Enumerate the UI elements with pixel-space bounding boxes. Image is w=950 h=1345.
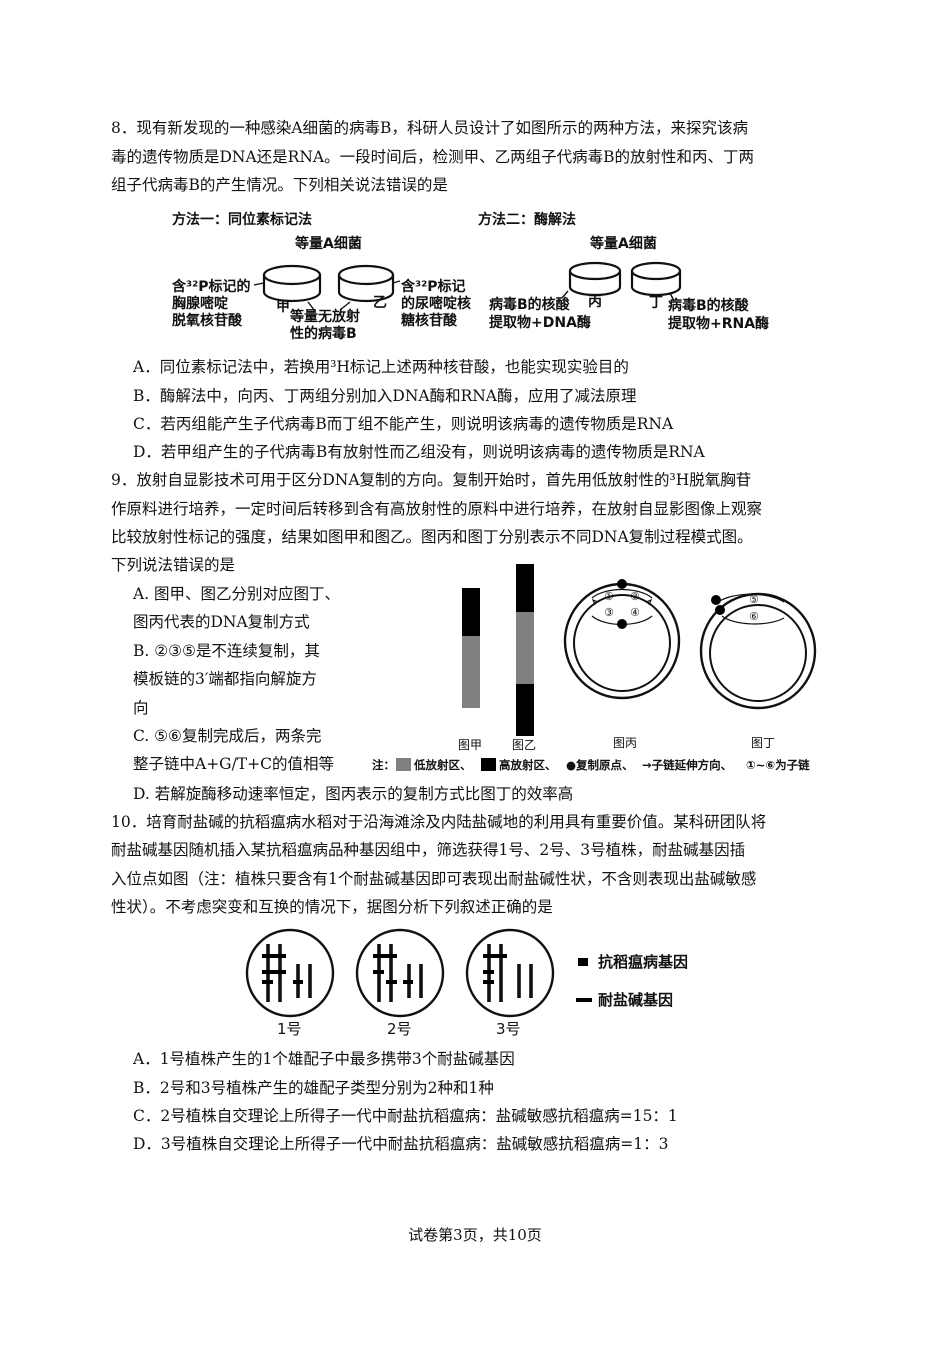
right-label-line1: 含³²P标记 <box>401 278 466 295</box>
note-origin: ●复制原点、 <box>566 758 634 772</box>
legend-low-swatch <box>396 758 411 771</box>
right-label-line2: 的尿嘧啶核 <box>401 295 471 312</box>
q9-option-c-line1: C. ⑤⑥复制完成后，两条完 <box>133 727 322 745</box>
q8-option-a: A．同位素标记法中，若换用³H标记上述两种核苷酸，也能实现实验目的 <box>133 358 629 376</box>
bing-label-line1: 病毒B的核酸 <box>489 296 571 313</box>
q8-option-d: D．若甲组产生的子代病毒B有放射性而乙组没有，则说明该病毒的遗传物质是RNA <box>133 443 705 461</box>
dish-bing <box>568 261 622 297</box>
dish-jia <box>262 264 322 303</box>
label-yi: 乙 <box>373 295 387 311</box>
label-jia: 甲 <box>276 299 290 315</box>
cell-2: 2号 <box>355 928 445 1038</box>
method2-title: 方法二：酶解法 <box>478 211 576 228</box>
q9-option-a-line2: 图丙代表的DNA复制方式 <box>133 613 310 631</box>
legend-salt: 耐盐碱基因 <box>598 991 673 1009</box>
q10-stem-line-3: 入位点如图（注：植株只要含有1个耐盐碱基因即可表现出耐盐碱性状，不含则表现出盐碱… <box>111 870 757 888</box>
note-numbers: ①~⑥为子链 <box>746 758 810 772</box>
right-label-line3: 糖核苷酸 <box>401 312 458 329</box>
label-fig-ding: 图丁 <box>751 736 775 750</box>
note-arrow: →子链延伸方向、 <box>642 758 732 772</box>
q10-option-b: B．2号和3号植株产生的雄配子类型分别为2种和1种 <box>133 1079 494 1097</box>
note-prefix: 注： <box>372 758 395 772</box>
arrow-icon <box>645 598 653 606</box>
ding-label-line2: 提取物+RNA酶 <box>668 315 769 332</box>
q10-stem-line-2: 耐盐碱基因随机插入某抗稻瘟病品种基因组中，筛选获得1号、2号、3号植株，耐盐碱基… <box>111 841 746 859</box>
label-bing: 丙 <box>588 294 602 310</box>
q9-option-c-line2: 整子链中A+G/T+C的值相等 <box>133 755 334 773</box>
q8-option-c: C．若丙组能产生子代病毒B而丁组不能产生，则说明该病毒的遗传物质是RNA <box>133 415 674 433</box>
q9-stem-line-3: 比较放射性标记的强度，结果如图甲和图乙。图丙和图丁分别表示不同DNA复制过程模式… <box>111 528 753 546</box>
origin-icon <box>715 605 725 615</box>
bar-yi-high-bottom <box>516 684 534 736</box>
cell-1: 1号 <box>245 928 335 1038</box>
strand-4: ④ <box>630 606 640 619</box>
ding-label-line1: 病毒B的核酸 <box>668 297 750 314</box>
left-label-line3: 脱氧核苷酸 <box>172 312 243 329</box>
q10-option-a: A．1号植株产生的1个雄配子中最多携带3个耐盐碱基因 <box>133 1050 515 1068</box>
page-footer: 试卷第3页，共10页 <box>408 1226 542 1244</box>
label-fig-bing: 图丙 <box>613 736 637 750</box>
arrow-icon <box>591 598 599 606</box>
diagram-ding: ⑤ ⑥ <box>699 592 817 710</box>
virus-label-line2: 性的病毒B <box>290 325 357 342</box>
legend-resist-swatch <box>578 958 588 966</box>
dish-ding <box>630 261 682 297</box>
dish-yi <box>337 264 395 303</box>
q10-stem-line-1: 10．培育耐盐碱的抗稻瘟病水稻对于沿海滩涂及内陆盐碱地的利用具有重要价值。某科研… <box>111 813 767 831</box>
bar-yi-low <box>516 612 534 684</box>
legend-high-swatch <box>481 758 496 771</box>
bar-yi-high-top <box>516 564 534 612</box>
q10-stem-line-4: 性状）。不考虑突变和互换的情况下，据图分析下列叙述正确的是 <box>111 898 553 916</box>
q9-figure: ① ② ③ ④ ⑤ ⑥ 图甲 图乙 图丙 图丁 <box>372 564 817 772</box>
q9-option-a-line1: A. 图甲、图乙分别对应图丁、 <box>133 585 341 603</box>
q8-stem-line-2: 毒的遗传物质是DNA还是RNA。一段时间后，检测甲、乙两组子代病毒B的放射性和丙… <box>111 148 755 166</box>
q9-option-b-line3: 向 <box>133 699 149 717</box>
bar-jia-high <box>462 588 480 636</box>
cell-1-label: 1号 <box>277 1020 302 1038</box>
q9-stem-line-1: 9．放射自显影技术可用于区分DNA复制的方向。复制开始时，首先用低放射性的³H脱… <box>111 471 752 489</box>
q8-stem-line-3: 组子代病毒B的产生情况。下列相关说法错误的是 <box>111 176 448 194</box>
q8-option-b: B．酶解法中，向丙、丁两组分别加入DNA酶和RNA酶，应用了减法原理 <box>133 387 637 405</box>
strand-5: ⑤ <box>749 593 759 606</box>
bacteria-label-right: 等量A细菌 <box>590 235 657 252</box>
q10-option-c: C．2号植株自交理论上所得子一代中耐盐抗稻瘟病：盐碱敏感抗稻瘟病=15：1 <box>133 1107 678 1125</box>
method1-title: 方法一：同位素标记法 <box>172 211 312 228</box>
cell-3-label: 3号 <box>496 1020 521 1038</box>
origin-icon <box>617 619 627 629</box>
q10-option-d: D．3号植株自交理论上所得子一代中耐盐抗稻瘟病：盐碱敏感抗稻瘟病=1：3 <box>133 1135 669 1153</box>
label-fig-yi: 图乙 <box>512 738 536 752</box>
q8-stem-line-1: 8．现有新发现的一种感染A细菌的病毒B，科研人员设计了如图所示的两种方法，来探究… <box>111 119 748 137</box>
virus-label-line1: 等量无放射 <box>290 308 360 325</box>
bing-label-line2: 提取物+DNA酶 <box>489 314 591 331</box>
q9-option-b-line2: 模板链的3′端都指向解旋方 <box>133 670 317 688</box>
label-fig-jia: 图甲 <box>458 738 482 752</box>
q8-figure: 方法一：同位素标记法 方法二：酶解法 等量A细菌 等量A细菌 含³ <box>172 211 769 342</box>
left-label-line1: 含³²P标记的 <box>172 278 251 295</box>
label-ding: 丁 <box>649 295 663 311</box>
strand-2: ② <box>630 590 640 603</box>
note-low: 低放射区、 <box>413 758 472 772</box>
origin-icon <box>711 595 721 605</box>
origin-icon <box>617 579 627 589</box>
q9-stem-line-4: 下列说法错误的是 <box>111 556 236 574</box>
q9-option-d: D. 若解旋酶移动速率恒定，图丙表示的复制方式比图丁的效率高 <box>133 785 574 803</box>
strand-1: ① <box>604 590 614 603</box>
strand-3: ③ <box>604 606 614 619</box>
q9-option-b-line1: B. ②③⑤是不连续复制，其 <box>133 642 320 660</box>
q9-stem-line-2: 作原料进行培养，一定时间后转移到含有高放射性的原料中进行培养，在放射自显影图像上… <box>111 500 763 518</box>
diagram-bing: ① ② ③ ④ <box>563 579 681 700</box>
legend-salt-swatch <box>576 998 592 1002</box>
bar-jia-low <box>462 636 480 708</box>
note-high: 高放射区、 <box>499 758 557 772</box>
bacteria-label-left: 等量A细菌 <box>295 235 362 252</box>
left-label-line2: 胸腺嘧啶 <box>172 295 228 312</box>
legend-resist: 抗稻瘟病基因 <box>598 953 688 971</box>
cell-3: 3号 <box>465 928 555 1038</box>
cell-2-label: 2号 <box>387 1020 412 1038</box>
strand-6: ⑥ <box>749 610 759 623</box>
q10-figure: 1号 2号 <box>245 928 688 1038</box>
